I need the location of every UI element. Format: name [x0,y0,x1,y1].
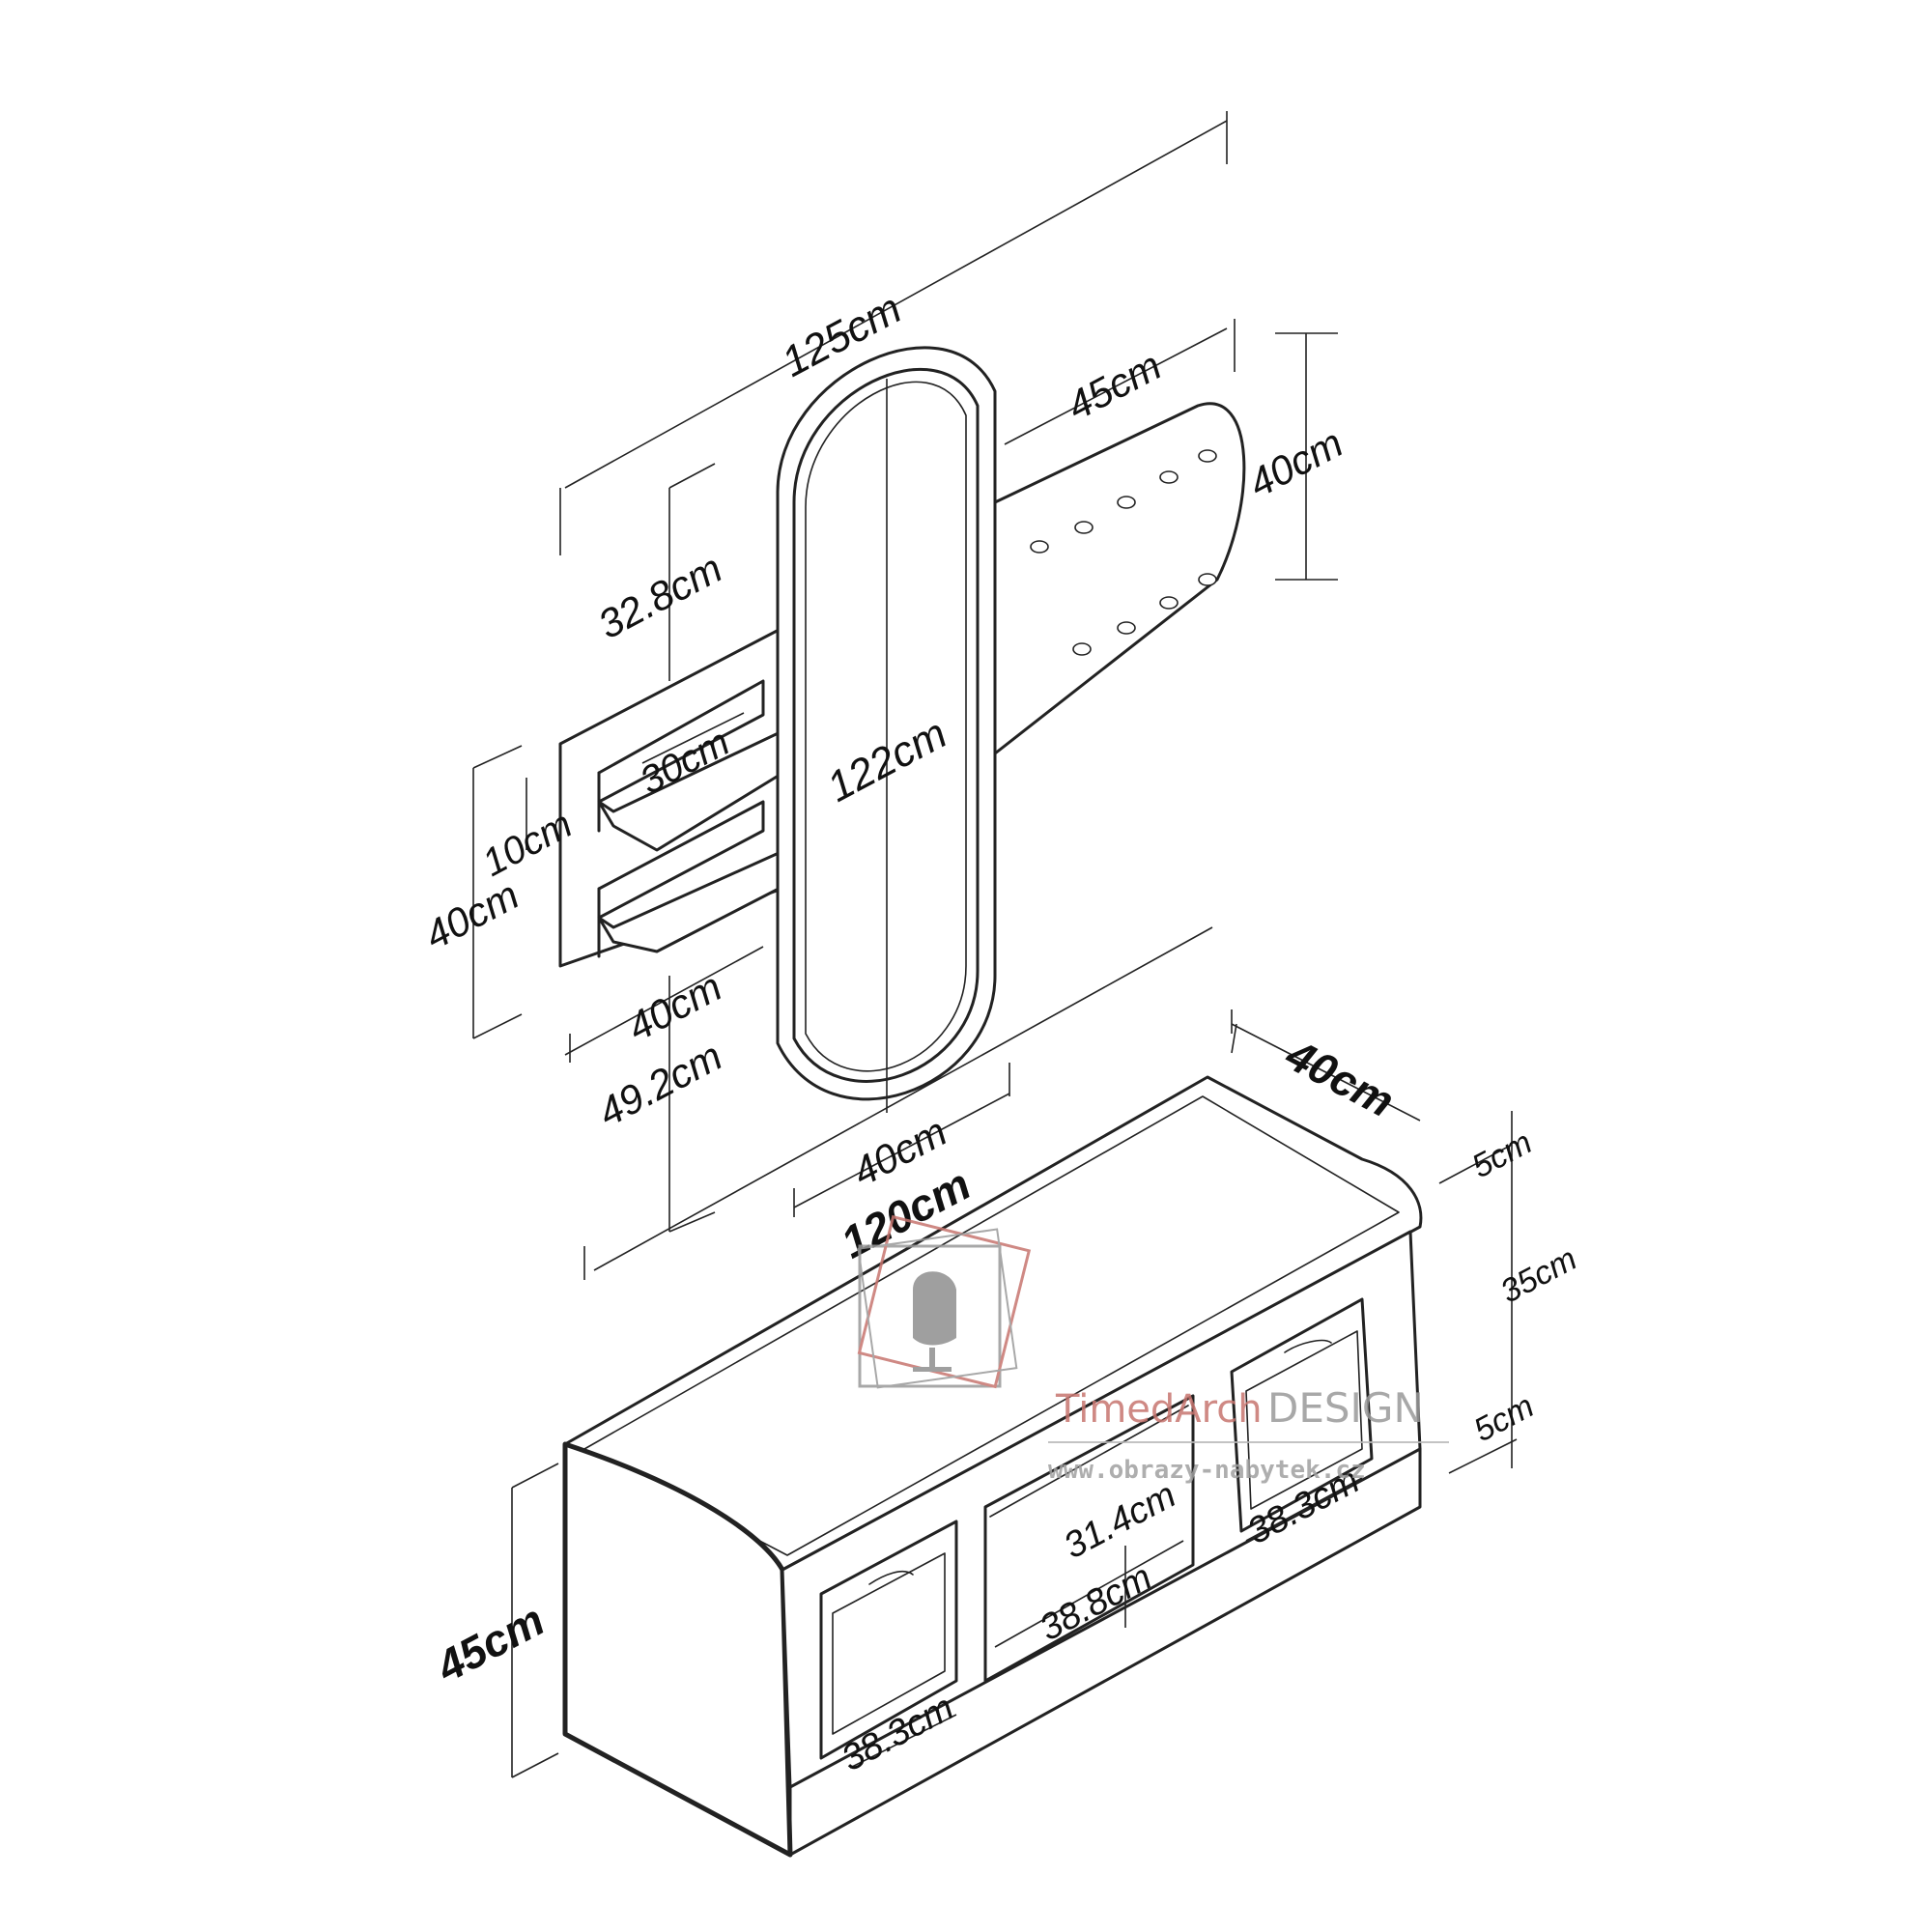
label-base-thickness: 5cm [1468,1387,1541,1449]
label-shelf-panel-width: 40cm [620,963,729,1050]
middle-compartment [983,1394,1195,1683]
label-bench-depth: 40cm [1277,1029,1402,1127]
label-coat-panel-height: 40cm [1241,419,1350,506]
label-inner-height: 35cm [1494,1240,1582,1311]
shelf-panel [558,626,809,968]
label-shelf-bottom-offset: 49.2cm [590,1033,729,1135]
watermark-brand: TimedArch [1055,1387,1263,1432]
coat-hanger-panel [993,402,1246,755]
coat-hook-icon [1030,449,1217,656]
egg-chair-icon [857,1214,1032,1389]
watermark: TimedArch DESIGN www.obrazy-nabytek.cz [857,1214,1449,1485]
wall-dimension-lines [472,111,1338,1233]
right-door [1230,1297,1374,1533]
oval-mirror [776,346,997,1113]
label-coat-panel-width: 45cm [1060,342,1169,429]
label-top-thickness: 5cm [1466,1123,1539,1185]
watermark-url: www.obrazy-nabytek.cz [1048,1456,1366,1485]
label-bench-height: 45cm [427,1594,552,1692]
watermark-suffix: DESIGN [1267,1384,1424,1432]
left-door [819,1520,958,1760]
label-shelf-panel-height: 40cm [417,871,526,958]
wall-unit: 125cm 45cm 40cm 32.8cm 122cm 30cm 10cm 4… [417,111,1350,1233]
label-shelf-top-offset: 32.8cm [590,545,729,647]
bench-dimension-lines [511,926,1518,1778]
